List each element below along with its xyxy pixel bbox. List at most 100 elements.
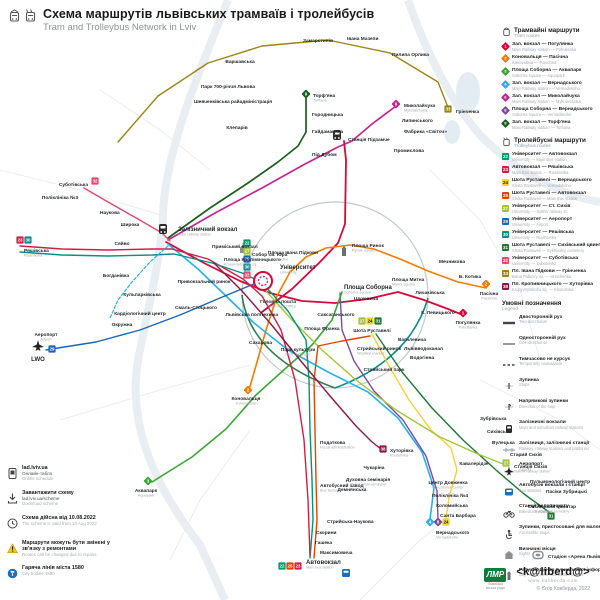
tram-badge-2: 2 [243,385,253,395]
symbol-name-en: Accessible stops [519,530,550,536]
map-label: Пасіки Зубрицькі [546,488,587,495]
svg-text:Sykhivskyi cemetery: Sykhivskyi cemetery [535,510,569,514]
city-logo: ЛМР Львівська міська рада [482,567,508,591]
svg-text:Грінченка: Грінченка [456,109,479,115]
symbol-name-uk: Станції велопрокату [519,504,569,510]
map-label: Саксаганського [317,312,354,318]
railway-corridor-northeast [404,0,600,206]
svg-text:LWO: LWO [31,357,45,363]
trolleybus-badge-29: 29 [48,345,56,353]
svg-text:38: 38 [381,447,386,452]
svg-text:University: University [280,271,297,275]
route-line-trolley-38 [213,262,382,450]
route-name-en: Konovaltsia — Pasichna [512,59,557,65]
map-label: Площа Франка [304,326,339,332]
route-line-trolley-25 [313,335,371,559]
svg-text:Сахарова: Сахарова [249,340,272,346]
svg-text:Хуторівка: Хуторівка [390,448,414,454]
symbol-name-uk: Залізниця, залізничні станції [519,441,590,447]
svg-text:Старий Сихів: Старий Сихів [510,451,542,458]
svg-text:Санта Барбара: Санта Барбара [440,512,476,519]
map-icons [32,130,544,577]
trolleybus-badge-24: 24 [442,518,450,526]
route-name-en: Shota Rustaveli — Vernadskoho [512,182,571,188]
trolleybus-badge-29: 29 [502,217,509,225]
trolleybus-badge-25: 25 [286,562,294,570]
svg-text:Sykhiv railway station: Sykhiv railway station [514,470,550,474]
trolleybus-badge-32: 32 [91,177,99,185]
footer-text-uk: Завантажити схему [22,490,74,496]
tram-badge-3: 3 [143,476,153,486]
trolleybus-routes-subtitle: Trolleybus routes [514,144,551,150]
trolleybus-badge-31: 31 [547,512,555,520]
svg-text:31: 31 [376,319,381,324]
map-label: LWO [31,357,45,363]
route-line-trolley-23 [19,245,311,557]
trolleybus-badge-24: 24 [502,178,509,186]
svg-text:Собор св. Юра: Собор св. Юра [252,251,288,258]
svg-text:23: 23 [296,564,301,569]
symbol-name-en: Bus stations [519,487,542,493]
tram-badge-4: 4 [500,80,511,90]
symbols-title: Умовні позначення [502,299,562,307]
svg-text:Mytna square: Mytna square [392,283,415,287]
svg-text:25: 25 [288,564,293,569]
route-name-uk: Зал. вокзал — Миколайчука [512,93,580,99]
route-name-en: University — Riashivska [512,234,557,240]
map-label: Приміський вокзал [212,243,258,250]
route-line-trolley-29 [45,280,262,351]
svg-text:Аеропорт: Аеропорт [34,332,58,338]
map-label: Сихівська [487,429,511,435]
access-symbol-icon [502,526,516,544]
trolleybus-badge-24: 24 [366,317,374,325]
trolleybus-badge-27: 27 [243,247,251,255]
svg-text:Bus factory: Bus factory [320,489,339,493]
svg-text:Khutorivka: Khutorivka [390,454,409,458]
svg-text:Духовна семінарія: Духовна семінарія [346,477,391,483]
footer-text-uk: Схема дійсна від 10.08.2022 [22,515,96,521]
svg-text:Промислова: Промислова [394,148,424,154]
symbols-subtitle: Legend [502,306,519,312]
footer-text-en: The scheme is valid from 10 Aug 2022 [22,521,97,526]
trolleybus-badge-38: 38 [379,445,387,453]
svg-text:Замарстинів: Замарстинів [303,38,333,44]
map-label: Гайдамацька [312,128,343,135]
route-name-uk: Зал. вокзал — Вернадського [512,80,582,86]
route-name-en: Shota Rustaveli — Main Bus station [512,195,578,201]
tram-icon [503,27,510,36]
map-label: Парк 700-річчя Львова [201,84,255,90]
trolleybus-badge-25: 25 [502,191,509,199]
route-name-en: Soborna square — Aquapark [512,72,565,78]
symbol-name-en: Stops [519,382,530,388]
route-name-uk: Університет — Ст. Сихів [512,204,571,210]
bus-symbol-icon [502,484,516,502]
svg-text:Б. Котика: Б. Котика [459,274,482,280]
svg-text:Stryiskyi market: Stryiskyi market [357,352,385,356]
tram-icon [9,9,20,22]
ring-arc-teal [334,297,429,389]
pond [456,72,480,112]
landmark-icon [239,242,247,253]
svg-text:Богданівка: Богданівка [103,273,129,279]
svg-text:22: 22 [245,241,250,246]
city-logo-caption: Львівська міська рада [486,581,505,590]
tram-badge-1: 1 [500,41,511,51]
route-name-en: Kropyvnytskoho sq. — Khutorivka [512,286,574,292]
